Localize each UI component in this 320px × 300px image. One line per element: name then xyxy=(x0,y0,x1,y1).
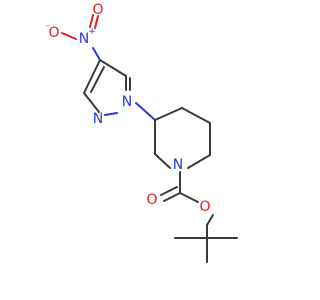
atom-pyrazole-n1: N xyxy=(122,94,132,110)
bond-n1-c3pip xyxy=(135,102,156,121)
bond-c-o-double-a xyxy=(163,192,181,202)
charge-minus: - xyxy=(46,21,49,31)
bond-n1-n2 xyxy=(104,112,118,116)
bond-c-o-ester xyxy=(179,192,199,203)
atom-ester-o: O xyxy=(199,199,210,215)
bond-c4-c3-double xyxy=(90,66,105,93)
bond-pip-c3-c4 xyxy=(154,107,183,121)
bond-n-o-double-a xyxy=(89,14,94,28)
molecule-diagram: O - N + O N N N O O xyxy=(46,2,238,263)
bond-c4-c3 xyxy=(83,59,101,94)
atom-n-plus: N xyxy=(79,31,89,47)
bond-n-c4 xyxy=(92,47,101,61)
bond-n-o-double-b xyxy=(94,15,99,29)
atom-pyrazole-n2: N xyxy=(93,111,103,127)
bond-o-tbu xyxy=(206,214,214,226)
atom-o-minus: O xyxy=(48,25,59,41)
structure-svg: O - N + O N N N O O xyxy=(46,2,238,263)
atom-carbonyl-o: O xyxy=(146,192,157,208)
bond-c3-n2 xyxy=(83,92,100,113)
bond-pip-n-c2 xyxy=(154,153,171,169)
atom-piperidine-n: N xyxy=(173,157,183,173)
charge-plus: + xyxy=(88,27,96,37)
bond-o-n-nitro xyxy=(61,32,77,40)
atom-o-double: O xyxy=(92,2,103,18)
bond-pip-c4-c5 xyxy=(181,107,211,124)
bond-pip-c6-n xyxy=(187,154,211,169)
bond-c4-c5 xyxy=(99,59,127,77)
bond-c-o-double-b xyxy=(160,186,178,196)
